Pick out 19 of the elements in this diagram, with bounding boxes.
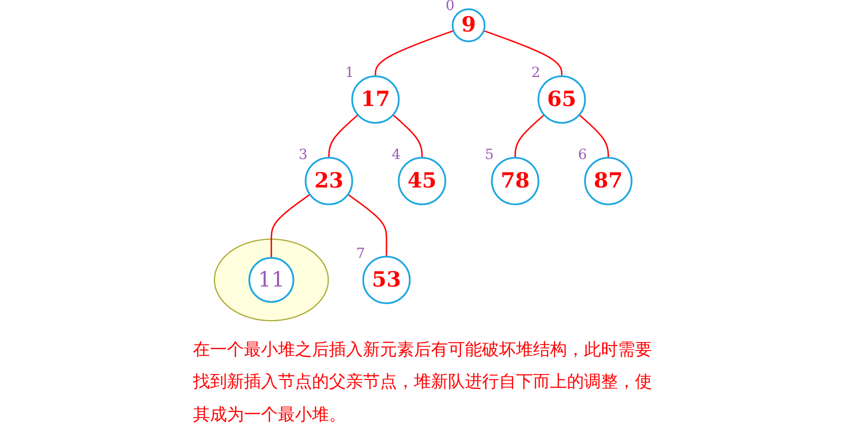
index-label: 6 — [578, 148, 587, 162]
connector — [328, 114, 358, 158]
connector — [514, 114, 545, 158]
node-circle: 65 — [538, 75, 586, 124]
index-label: 0 — [446, 0, 454, 14]
node-circle: 17 — [351, 75, 400, 124]
index-label: 2 — [531, 66, 540, 80]
node-circle: 11 — [248, 257, 294, 303]
index-label: 5 — [484, 148, 494, 162]
connector — [374, 30, 454, 76]
connector — [392, 114, 423, 158]
connector — [348, 194, 388, 257]
connector — [270, 194, 310, 258]
node-circle: 9 — [452, 8, 486, 42]
connector — [483, 30, 562, 76]
caption: 在一个最小堆之后插入新元素后有可能破坏堆结构，此时需要找到新插入节点的父亲节点，堆新队进行自下而上的调整，使其成为一个最小堆。 — [193, 339, 653, 427]
node-circle: 78 — [491, 156, 540, 206]
node-circle: 53 — [362, 256, 411, 304]
connector — [578, 114, 609, 158]
